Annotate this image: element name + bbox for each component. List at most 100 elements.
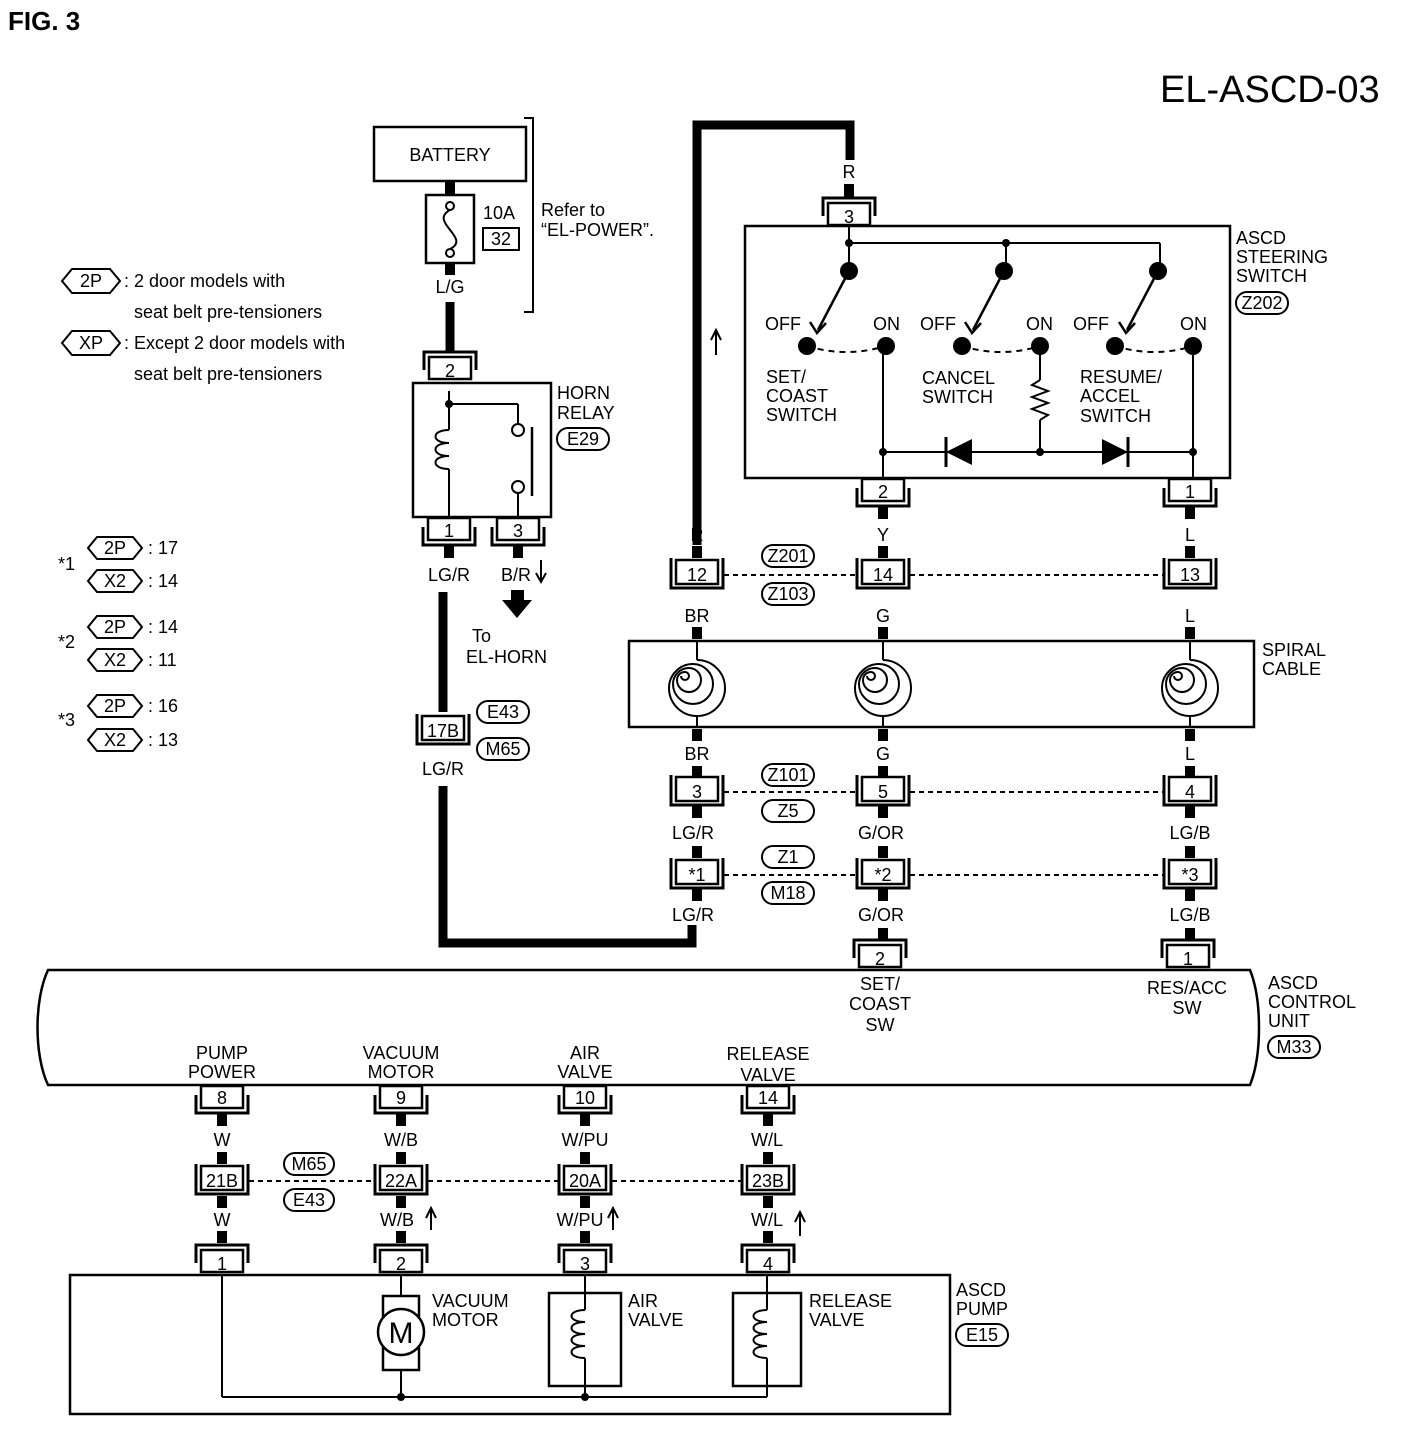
svg-text:: 14: : 14: [148, 571, 178, 591]
joint3-code-2: M18: [770, 883, 805, 903]
joint4-pin-20a: 20A: [569, 1171, 601, 1191]
legend-2p-badge: 2P: [80, 271, 102, 291]
steering-switch: [743, 224, 1232, 480]
wire-g-or: G/OR: [858, 823, 904, 843]
release-valve-label: RELEASE: [809, 1291, 892, 1311]
joint2-pin-4: 4: [1185, 782, 1195, 802]
spiral-title: SPIRAL: [1262, 640, 1326, 660]
horn-relay-pin-1: 1: [444, 521, 454, 541]
out-release-valve: RELEASE: [726, 1044, 809, 1064]
control-pin-1: 1: [1183, 949, 1193, 969]
resume-label-2: ACCEL: [1080, 386, 1140, 406]
pump-pin-3: 3: [580, 1254, 590, 1274]
svg-text:*3: *3: [58, 710, 75, 730]
fuse-number: 32: [491, 229, 511, 249]
control-title-2: CONTROL: [1268, 992, 1356, 1012]
pump-pin-1: 1: [217, 1254, 227, 1274]
horn-relay-code: E29: [567, 429, 599, 449]
steering-pin-1: 1: [1185, 482, 1195, 502]
wire-g: G: [876, 606, 890, 626]
joint2-pin-5: 5: [878, 782, 888, 802]
control-pin-14: 14: [758, 1088, 778, 1108]
joint2-pin-3: 3: [692, 782, 702, 802]
wire-lg-r-4: LG/R: [672, 905, 714, 925]
horn-relay: [411, 381, 553, 519]
out-vacuum-motor-2: MOTOR: [368, 1062, 435, 1082]
joint3-pin-1: *1: [688, 865, 705, 885]
wire-lg: L/G: [435, 277, 464, 297]
resume-off: OFF: [1073, 314, 1109, 334]
svg-text:X2: X2: [104, 730, 126, 750]
joint3-code: Z1: [777, 847, 798, 867]
vacuum-motor-label-2: MOTOR: [432, 1310, 499, 1330]
svg-text:X2: X2: [104, 571, 126, 591]
joint4-pin-21b: 21B: [206, 1171, 238, 1191]
vacuum-motor-label: VACUUM: [432, 1291, 509, 1311]
wire-lg-b: LG/B: [1169, 823, 1210, 843]
joint1-pin-14: 14: [873, 565, 893, 585]
wire-lg-b-2: LG/B: [1169, 905, 1210, 925]
pump-code: E15: [966, 1325, 998, 1345]
out-pump-power-2: POWER: [188, 1062, 256, 1082]
wire-g-or-2: G/OR: [858, 905, 904, 925]
steering-code: Z202: [1241, 293, 1282, 313]
wire-lg-r: LG/R: [428, 565, 470, 585]
cancel-label: CANCEL: [922, 368, 995, 388]
control-title: ASCD: [1268, 973, 1318, 993]
to-horn: To: [472, 626, 491, 646]
figure-label: FIG. 3: [8, 6, 80, 36]
cancel-label-2: SWITCH: [922, 387, 993, 407]
out-release-valve-2: VALVE: [740, 1065, 795, 1085]
control-unit: [36, 968, 1261, 1087]
svg-text:BATTERY: BATTERY: [409, 145, 490, 165]
res-acc-sw-2: SW: [1173, 998, 1202, 1018]
legend-xp-text: : Except 2 door models with: [124, 333, 345, 353]
legend-2p-text: : 2 door models with: [124, 271, 285, 291]
resume-label-3: SWITCH: [1080, 406, 1151, 426]
wire-w: W: [214, 1130, 231, 1150]
horn-relay-title-2: RELAY: [557, 403, 615, 423]
steering-title: ASCD: [1236, 228, 1286, 248]
svg-text:*2: *2: [58, 632, 75, 652]
svg-text:: 16: : 16: [148, 696, 178, 716]
air-valve-label-2: VALVE: [628, 1310, 683, 1330]
control-pin-10: 10: [575, 1088, 595, 1108]
legend-xp-text-2: seat belt pre-tensioners: [134, 364, 322, 384]
steering-title-3: SWITCH: [1236, 266, 1307, 286]
ascd-pump: [68, 1273, 952, 1416]
svg-text:2P: 2P: [104, 696, 126, 716]
wire-b-r: B/R: [501, 565, 531, 585]
horn-relay-title: HORN: [557, 383, 610, 403]
control-title-3: UNIT: [1268, 1011, 1310, 1031]
control-pin-9: 9: [396, 1088, 406, 1108]
arrow-down-icon: [502, 590, 532, 618]
horn-relay-pin-2: 2: [445, 361, 455, 381]
wire-r-top: R: [843, 162, 856, 182]
spiral-cable: [627, 639, 1256, 729]
air-valve-label: AIR: [628, 1291, 658, 1311]
pump-pin-4: 4: [763, 1254, 773, 1274]
release-valve-label-2: VALVE: [809, 1310, 864, 1330]
wire-br-2: BR: [684, 744, 709, 764]
legend-2p-text-2: seat belt pre-tensioners: [134, 302, 322, 322]
fuse-amperage: 10A: [483, 203, 515, 223]
wire-w-b: W/B: [384, 1130, 418, 1150]
star-note-3: *3 2P : 16 X2 : 13: [58, 694, 178, 752]
pump-pin-2: 2: [396, 1254, 406, 1274]
joint2-code-2: Z5: [777, 801, 798, 821]
svg-text:: 13: : 13: [148, 730, 178, 750]
steering-pin-3: 3: [844, 207, 854, 227]
battery: BATTERY: [372, 125, 528, 183]
wire-l: L: [1185, 525, 1195, 545]
joint4-code-2: E43: [293, 1190, 325, 1210]
pump-title: ASCD: [956, 1280, 1006, 1300]
out-vacuum-motor: VACUUM: [363, 1043, 440, 1063]
resume-on: ON: [1180, 314, 1207, 334]
wire-w-2: W: [214, 1210, 231, 1230]
joint1-pin-12: 12: [687, 565, 707, 585]
svg-text:: 17: : 17: [148, 538, 178, 558]
wire-br: BR: [684, 606, 709, 626]
cancel-on: ON: [1026, 314, 1053, 334]
legend: 2P : 2 door models with seat belt pre-te…: [60, 268, 345, 384]
wire-w-pu-2: W/PU: [557, 1210, 604, 1230]
